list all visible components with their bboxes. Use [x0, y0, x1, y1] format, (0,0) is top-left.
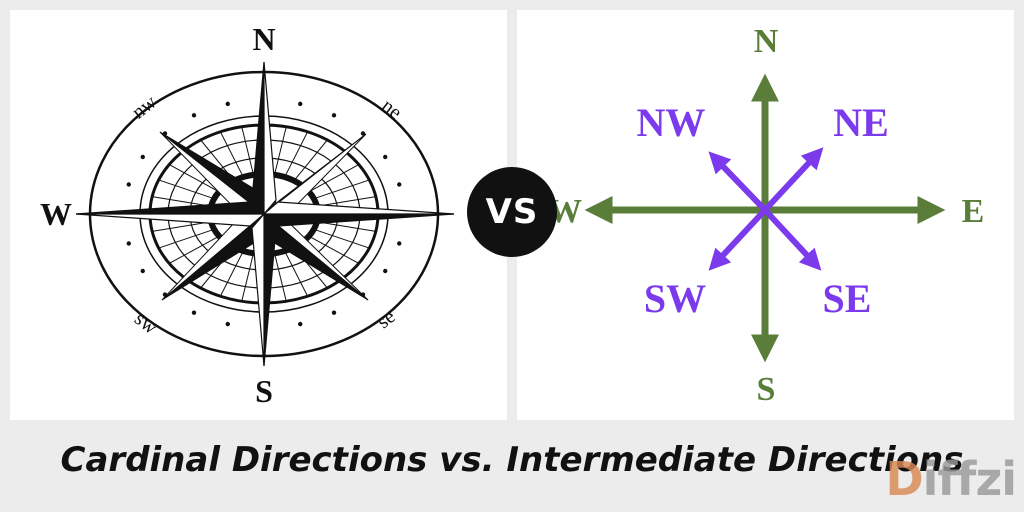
direction-label-s: S: [757, 371, 776, 408]
direction-arrows-panel: N S E W NW NE SW SE: [517, 10, 1014, 420]
compass-label-w: W: [40, 196, 72, 232]
grid-line: [219, 131, 244, 178]
arrow-southeast: [762, 207, 822, 271]
grid-line: [152, 196, 212, 207]
grid-line: [308, 164, 360, 193]
compass-label-n: N: [252, 21, 275, 57]
decorative-dot: [331, 310, 337, 315]
intercardinal-star-points: [159, 131, 369, 301]
compass-rose-panel: N S W E nw ne sw se: [10, 10, 507, 420]
decorative-dot: [191, 113, 197, 118]
watermark-letters: iffzi: [922, 452, 1017, 506]
caption: Cardinal Directions vs. Intermediate Dir…: [60, 440, 964, 480]
decorative-dot: [140, 154, 145, 160]
vs-badge: VS: [467, 167, 557, 257]
decorative-dot: [397, 241, 402, 246]
arrow-northeast: [762, 147, 824, 213]
decorative-dot: [225, 321, 230, 327]
decorative-dot: [397, 182, 402, 187]
compass-label-s: S: [255, 373, 273, 409]
direction-arrows-illustration: N S E W NW NE SW SE: [548, 23, 985, 408]
decorative-dot: [225, 101, 230, 107]
compass-label-se: se: [373, 305, 400, 333]
grid-line: [168, 235, 220, 264]
decorative-dot: [360, 131, 366, 136]
direction-label-sw: SW: [644, 276, 706, 321]
grid-line: [241, 253, 254, 302]
cardinal-star-points: [75, 61, 455, 367]
arrow-northwest: [708, 151, 768, 213]
direction-label-nw: NW: [637, 100, 706, 145]
grid-line: [274, 126, 287, 175]
grid-line: [284, 250, 309, 297]
decorative-dot: [126, 241, 131, 246]
direction-label-n: N: [754, 23, 779, 60]
grid-line: [152, 221, 212, 232]
grid-line: [168, 164, 220, 193]
direction-label-ne: NE: [833, 100, 889, 145]
compass-label-sw: sw: [130, 308, 161, 339]
grid-line: [316, 196, 376, 207]
direction-label-e: E: [962, 193, 985, 230]
decorative-dot: [383, 268, 388, 274]
decorative-dot: [140, 268, 145, 274]
grid-line: [313, 228, 370, 249]
vs-badge-label: VS: [485, 192, 539, 232]
grid-line: [313, 179, 370, 200]
grid-line: [241, 126, 254, 175]
decorative-dot: [383, 154, 388, 160]
decorative-dot: [298, 101, 303, 107]
diffzi-watermark-logo: Diffzi: [885, 452, 1017, 506]
grid-line: [308, 235, 360, 264]
grid-line: [274, 253, 287, 302]
compass-label-nw: nw: [128, 91, 161, 124]
decorative-dot: [331, 113, 337, 118]
decorative-dot: [126, 182, 131, 187]
compass-label-ne: ne: [377, 95, 406, 124]
cardinal-arrows: [584, 73, 946, 363]
grid-line: [158, 228, 215, 249]
grid-line: [316, 221, 376, 232]
grid-line: [158, 179, 215, 200]
watermark-letter-d: D: [885, 452, 923, 506]
compass-rose-illustration: N S W E nw ne sw se: [40, 21, 491, 409]
intermediate-arrows: [708, 147, 824, 271]
decorative-dot: [191, 310, 197, 315]
grid-line: [293, 139, 328, 182]
decorative-dot: [298, 321, 303, 327]
arrow-southwest: [708, 207, 768, 271]
grid-line: [219, 250, 244, 297]
grid-line: [284, 131, 309, 178]
direction-label-se: SE: [823, 276, 872, 321]
